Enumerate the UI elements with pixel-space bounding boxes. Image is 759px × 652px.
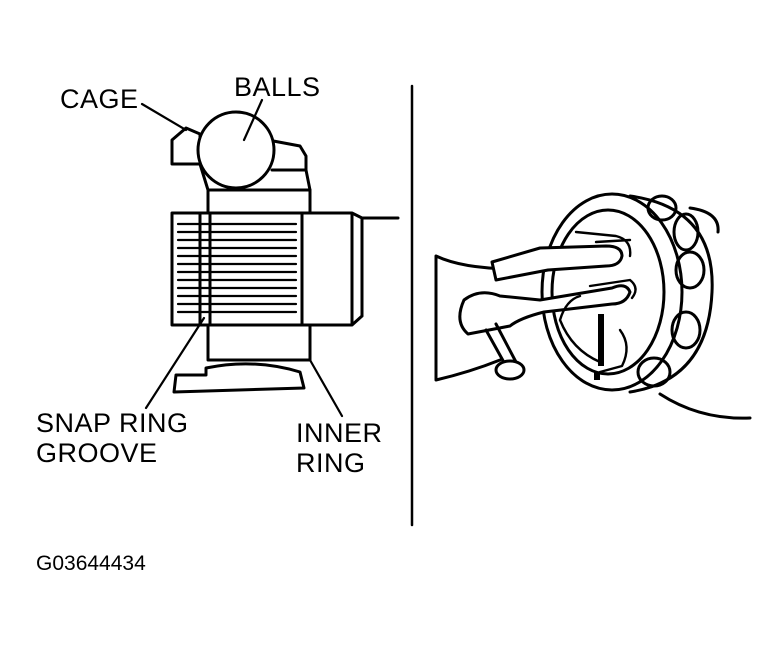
- snap-ring-marker-base: [594, 372, 600, 380]
- bolt-head: [494, 359, 526, 381]
- ball-pocket: [646, 194, 678, 222]
- outer-race: [540, 192, 684, 392]
- leader-balls: [242, 98, 264, 142]
- shaft: [298, 211, 400, 327]
- inner-ring: [206, 188, 312, 362]
- label-inner-ring-1: INNER: [296, 418, 383, 448]
- label-cage: CAGE: [60, 84, 139, 114]
- ball: [196, 110, 276, 190]
- bolt-shaft: [484, 322, 518, 368]
- outer-race-inner-edge: [550, 208, 666, 376]
- label-snap-ring-groove-2: GROOVE: [36, 438, 158, 468]
- cage-top-right: [266, 138, 308, 172]
- ball-pocket: [674, 250, 706, 290]
- ball-pocket: [636, 356, 672, 388]
- joint-cross-section: [140, 98, 400, 418]
- splined-hub: [170, 211, 304, 327]
- label-snap-ring-groove-1: SNAP RING: [36, 408, 189, 438]
- leader-inner-ring: [308, 358, 344, 418]
- leader-cage: [140, 102, 188, 132]
- figure-code: G03644434: [36, 552, 146, 575]
- pliers-handle: [458, 284, 632, 336]
- label-inner-ring-2: RING: [296, 448, 366, 478]
- spline-teeth: [176, 222, 298, 314]
- snap-ring-removal-view: [434, 192, 752, 420]
- pliers-tip: [574, 230, 637, 300]
- leader-snap-ring-groove: [144, 316, 206, 410]
- snap-ring-marker: [598, 314, 604, 366]
- snap-ring-groove-band: [198, 211, 212, 327]
- label-balls: BALLS: [234, 72, 321, 102]
- cage-bottom: [172, 362, 306, 394]
- inner-race-contour: [558, 294, 628, 374]
- ball-pocket: [670, 310, 702, 350]
- cage-top: [170, 126, 202, 166]
- ball-pocket: [672, 212, 700, 252]
- pliers-jaw: [490, 244, 624, 282]
- cage-band-top: [198, 162, 312, 192]
